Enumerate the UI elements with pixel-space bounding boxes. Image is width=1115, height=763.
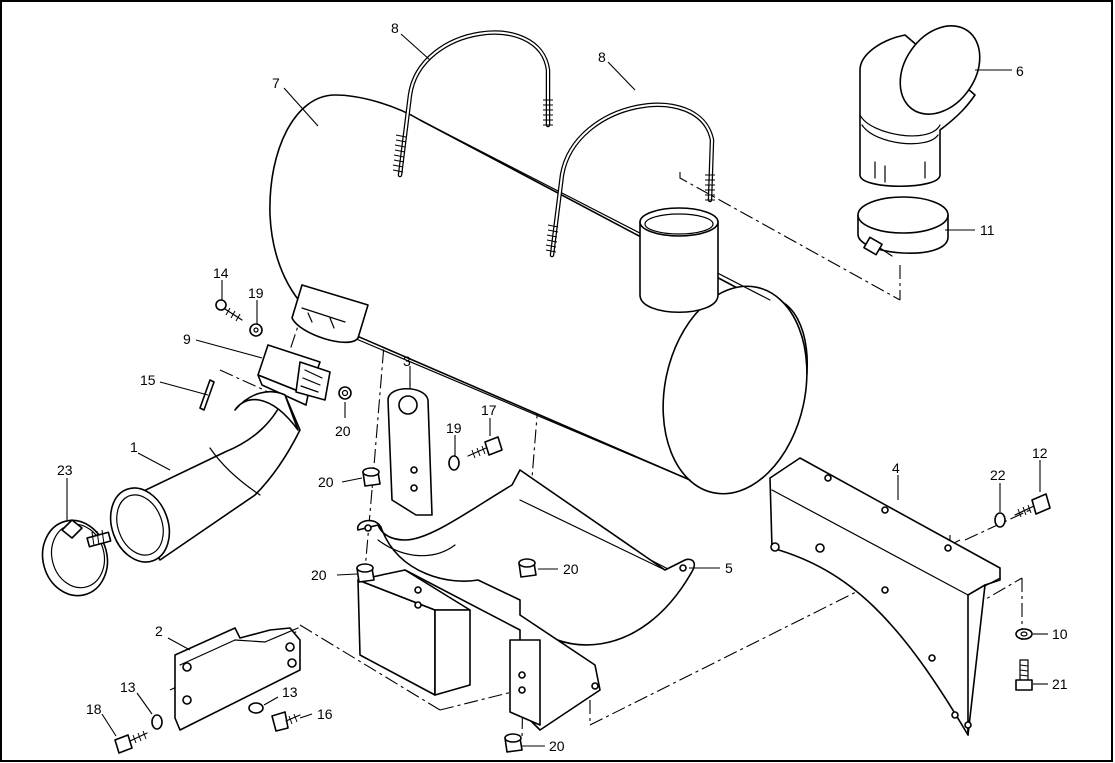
callout-1: 1	[130, 439, 138, 455]
callout-5: 5	[725, 560, 733, 576]
callout-2: 2	[155, 623, 163, 639]
callout-labels: 1 2 3 4 5 6 7 8 8 9 10 11 12 13 13 14 15…	[57, 20, 1068, 754]
frame-bracket	[769, 457, 1001, 736]
callout-13-right: 13	[282, 684, 298, 700]
callout-6: 6	[1016, 63, 1024, 79]
callout-3: 3	[403, 353, 411, 369]
callout-17: 17	[481, 402, 497, 418]
callout-19-right: 19	[446, 420, 462, 436]
callout-9: 9	[183, 331, 191, 347]
callout-12: 12	[1032, 445, 1048, 461]
callout-20-mid-left: 20	[318, 474, 334, 490]
saddle-mount-base	[357, 569, 601, 731]
muffler-outlet-tube	[639, 207, 719, 314]
callout-23: 23	[57, 462, 73, 478]
callout-8-left: 8	[391, 20, 399, 36]
callout-11: 11	[980, 222, 995, 238]
callout-14: 14	[213, 265, 229, 281]
muffler-body	[269, 94, 809, 571]
callout-20-center: 20	[563, 561, 579, 577]
inlet-clamp	[257, 344, 331, 406]
muffler-saddle	[357, 469, 695, 646]
leader-lines	[66, 33, 1048, 747]
callout-4: 4	[892, 460, 900, 476]
callout-10: 10	[1052, 626, 1068, 642]
mounting-strap	[387, 388, 433, 516]
muffler-inlet-stub	[291, 284, 369, 343]
callout-21: 21	[1052, 676, 1068, 692]
inlet-pipe	[109, 391, 301, 563]
callout-22: 22	[990, 467, 1006, 483]
callout-20-bottom: 20	[549, 738, 565, 754]
u-bolt-left	[392, 30, 553, 178]
callout-18: 18	[86, 701, 102, 717]
callout-16: 16	[317, 706, 333, 722]
callout-19-upper: 19	[248, 285, 264, 301]
callout-7: 7	[272, 75, 280, 91]
callout-15: 15	[140, 372, 156, 388]
lower-support-bracket	[174, 627, 301, 731]
u-bolt-right	[545, 102, 715, 258]
band-clamp-upper	[857, 196, 949, 257]
callout-13-left: 13	[120, 679, 136, 695]
exhaust-elbow	[859, 25, 981, 187]
hardware	[114, 299, 1051, 754]
v-band-clamp	[41, 519, 112, 597]
callout-20-low-left: 20	[311, 567, 327, 583]
callout-20-clamp: 20	[335, 423, 351, 439]
callout-8-right: 8	[598, 49, 606, 65]
